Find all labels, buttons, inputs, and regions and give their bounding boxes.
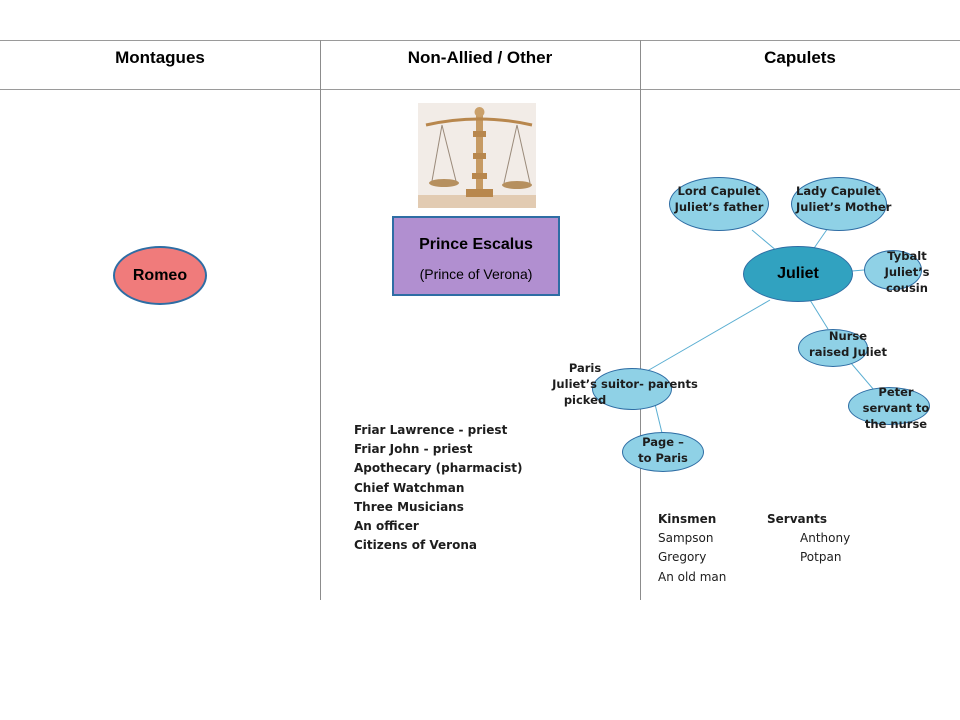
list-item: Anthony (800, 531, 851, 546)
peter-node (848, 387, 930, 425)
paris-node (592, 368, 672, 410)
kinsmen-heading: Kinsmen (658, 512, 717, 526)
juliet-label: Juliet (777, 265, 819, 282)
node-line: Juliet’s father (674, 200, 764, 214)
list-item: Chief Watchman (354, 480, 465, 495)
romeo-label: Romeo (132, 266, 188, 284)
line-nurse (809, 299, 829, 330)
node-line: Paris (568, 361, 602, 375)
node-line: Juliet’s (884, 265, 930, 279)
node-line: Peter (878, 385, 914, 399)
node-line: Tybalt (887, 249, 927, 263)
table-top-border (0, 40, 960, 41)
list-item: Potpan (800, 550, 842, 565)
list-item: Friar John - priest (354, 442, 473, 457)
node-line: Juliet’s Mother (796, 200, 892, 214)
peter-label: Peter servant to the nurse (856, 384, 936, 432)
juliet-node (743, 246, 853, 302)
column-divider-2 (640, 40, 641, 600)
prince-subtitle: (Prince of Verona) (419, 266, 533, 282)
list-item: Three Musicians (354, 499, 464, 514)
line-tybalt (851, 269, 865, 272)
lord-capulet-node (669, 177, 769, 231)
list-item: An officer (354, 519, 419, 534)
servants-list: Servants Anthony Potpan (767, 510, 850, 568)
kinsmen-list: Kinsmen Sampson Gregory An old man (658, 510, 726, 587)
column-header-montagues: Montagues (115, 48, 205, 67)
node-line: servant to (862, 401, 930, 415)
column-header-non-allied: Non-Allied / Other (407, 48, 553, 67)
list-item: Citizens of Verona (354, 538, 477, 553)
romeo-node: Romeo (113, 246, 207, 305)
node-line: the nurse (864, 417, 928, 431)
node-line: to Paris (638, 451, 688, 465)
servants-heading: Servants (767, 512, 828, 526)
list-item: An old man (658, 569, 727, 584)
list-item: Friar Lawrence - priest (354, 423, 508, 437)
list-item: Apothecary (pharmacist) (354, 461, 523, 476)
scales-icon (418, 107, 536, 208)
page-label: Page – to Paris (622, 434, 704, 466)
header-bottom-border (0, 89, 960, 90)
paris-label: Paris Juliet’s suitor- parents picked (540, 360, 710, 408)
node-line: raised Juliet (809, 345, 887, 359)
line-paris (641, 299, 771, 375)
scales-of-justice-image (418, 103, 536, 208)
list-item: Gregory (658, 550, 707, 565)
others-list: Friar Lawrence - priest Friar John - pri… (354, 421, 523, 555)
column-divider-1 (320, 40, 321, 600)
nurse-node (798, 329, 868, 367)
node-line: picked (563, 393, 607, 407)
column-header-capulets: Capulets (764, 48, 836, 67)
node-line: cousin (886, 281, 928, 295)
list-item: Sampson (658, 531, 714, 546)
page-node (622, 432, 704, 472)
prince-escalus-box: Prince Escalus (Prince of Verona) (392, 216, 560, 296)
tybalt-label: Tybalt Juliet’s cousin (872, 248, 942, 296)
node-line: Lord Capulet (677, 184, 761, 198)
node-line: Juliet’s suitor- parents (552, 377, 698, 391)
lady-capulet-node (791, 177, 887, 231)
node-line: Lady Capulet (796, 184, 881, 198)
lord-capulet-label: Lord Capulet Juliet’s father (669, 183, 769, 215)
node-line: Nurse (828, 329, 868, 343)
nurse-label: Nurse raised Juliet (798, 328, 898, 360)
lady-capulet-label: Lady Capulet Juliet’s Mother (796, 183, 900, 215)
tybalt-node (864, 250, 922, 290)
prince-name: Prince Escalus (419, 236, 533, 253)
node-line: Page – (642, 435, 684, 449)
